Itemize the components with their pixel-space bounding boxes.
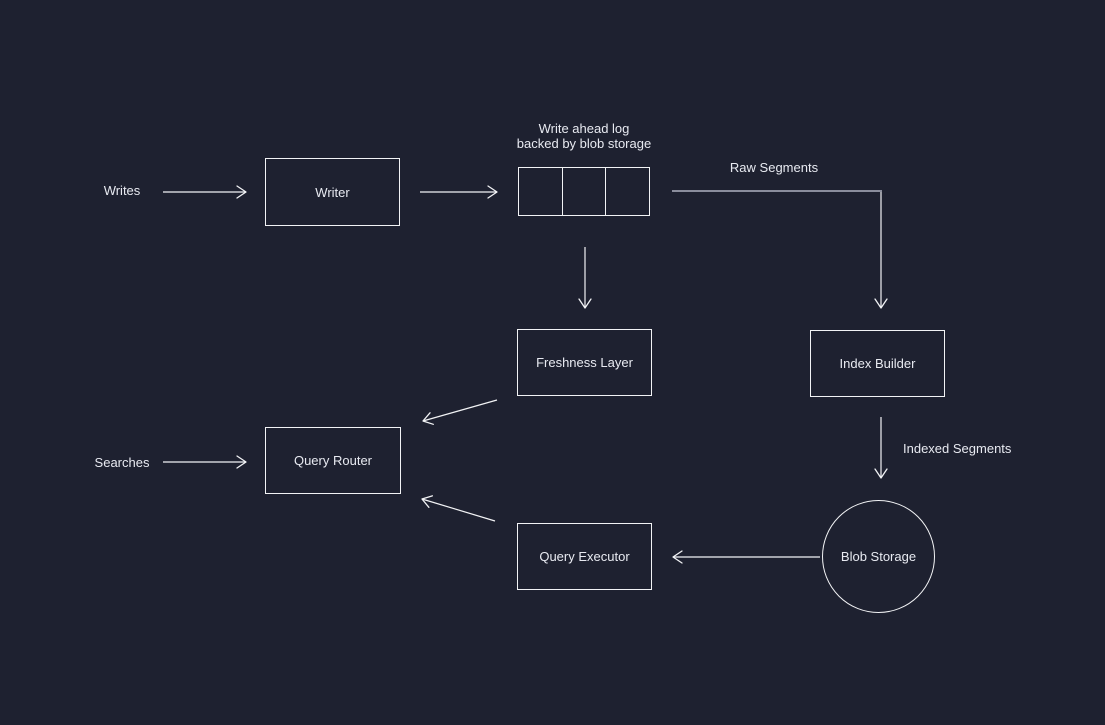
node-query-router: Query Router [265, 427, 401, 494]
wal-segment-3 [605, 168, 649, 215]
indexed-segments-label: Indexed Segments [903, 441, 1012, 456]
node-write-ahead-log [518, 167, 650, 216]
node-index-builder: Index Builder [810, 330, 945, 397]
node-freshness-layer-label: Freshness Layer [536, 355, 633, 370]
wal-caption-line-1: Write ahead log [538, 121, 630, 136]
node-query-router-label: Query Router [293, 453, 373, 468]
node-query-executor-label: Query Executor [539, 549, 630, 564]
node-freshness-layer: Freshness Layer [517, 329, 652, 396]
wal-segment-2 [561, 168, 606, 215]
node-writer-label: Writer [315, 184, 350, 200]
wal-caption-line-2: backed by blob storage [516, 136, 652, 151]
wal-segment-1 [519, 168, 562, 215]
wal-caption: Write ahead log backed by blob storage [517, 121, 651, 151]
node-blob-storage: Blob Storage [822, 500, 935, 613]
node-blob-storage-label: Blob Storage [840, 549, 917, 564]
writes-label: Writes [103, 183, 141, 198]
raw-segments-label: Raw Segments [729, 160, 819, 175]
node-writer: Writer [265, 158, 400, 226]
query-executor-to-query-router-arrow [421, 495, 496, 522]
searches-label: Searches [94, 455, 150, 470]
node-query-executor: Query Executor [517, 523, 652, 590]
freshness-to-query-router-arrow [422, 399, 498, 425]
node-index-builder-label: Index Builder [839, 356, 916, 371]
